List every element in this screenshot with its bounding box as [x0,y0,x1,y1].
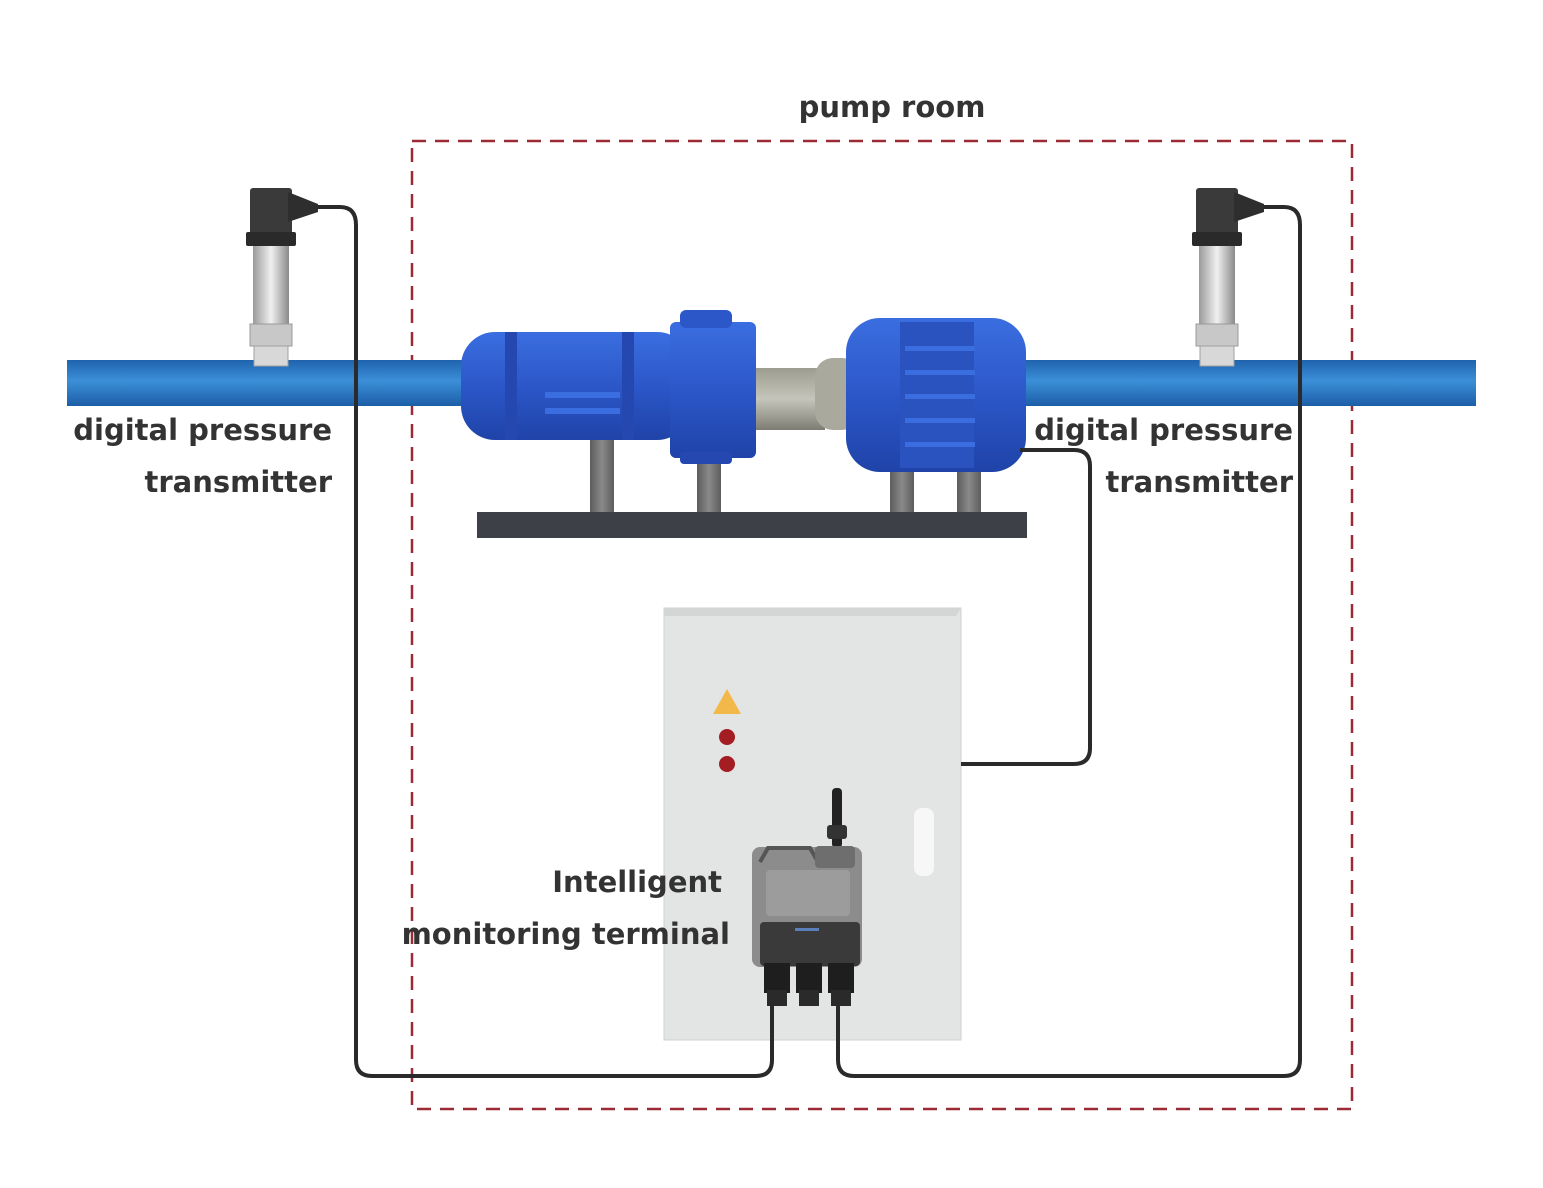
label-line: transmitter [1105,465,1294,499]
pump-motor [846,318,1026,472]
pump-shaft [750,368,825,430]
pump-base [477,512,1027,538]
label-line: transmitter [144,465,333,499]
label-line: Intelligent [552,865,722,899]
label-line: digital pressure [1034,413,1293,447]
monitoring-terminal-device [752,788,862,1006]
warning-triangle-icon [713,689,741,714]
pipe-left [67,360,467,406]
cable-pump-motor [961,448,1092,766]
pump-room-boundary [410,139,1354,1111]
pipe-right [1020,360,1476,406]
pressure-transmitter-left [246,188,318,367]
cable-right-sensor [836,205,1302,1078]
pump-leg [590,435,614,512]
pressure-transmitter-right [1192,188,1264,367]
pump-room-title: pump room [799,90,986,124]
label-line: digital pressure [73,413,332,447]
label-line: monitoring terminal [401,917,730,951]
label-sensor-right: digital pressure transmitter [1000,404,1293,508]
indicator-light-icon [719,756,735,772]
label-sensor-left: digital pressure transmitter [40,404,332,508]
indicator-light-icon [719,729,735,745]
cable-left-sensor [318,205,774,1078]
label-terminal: Intelligent monitoring terminal [400,856,730,960]
pump-head [461,310,756,464]
